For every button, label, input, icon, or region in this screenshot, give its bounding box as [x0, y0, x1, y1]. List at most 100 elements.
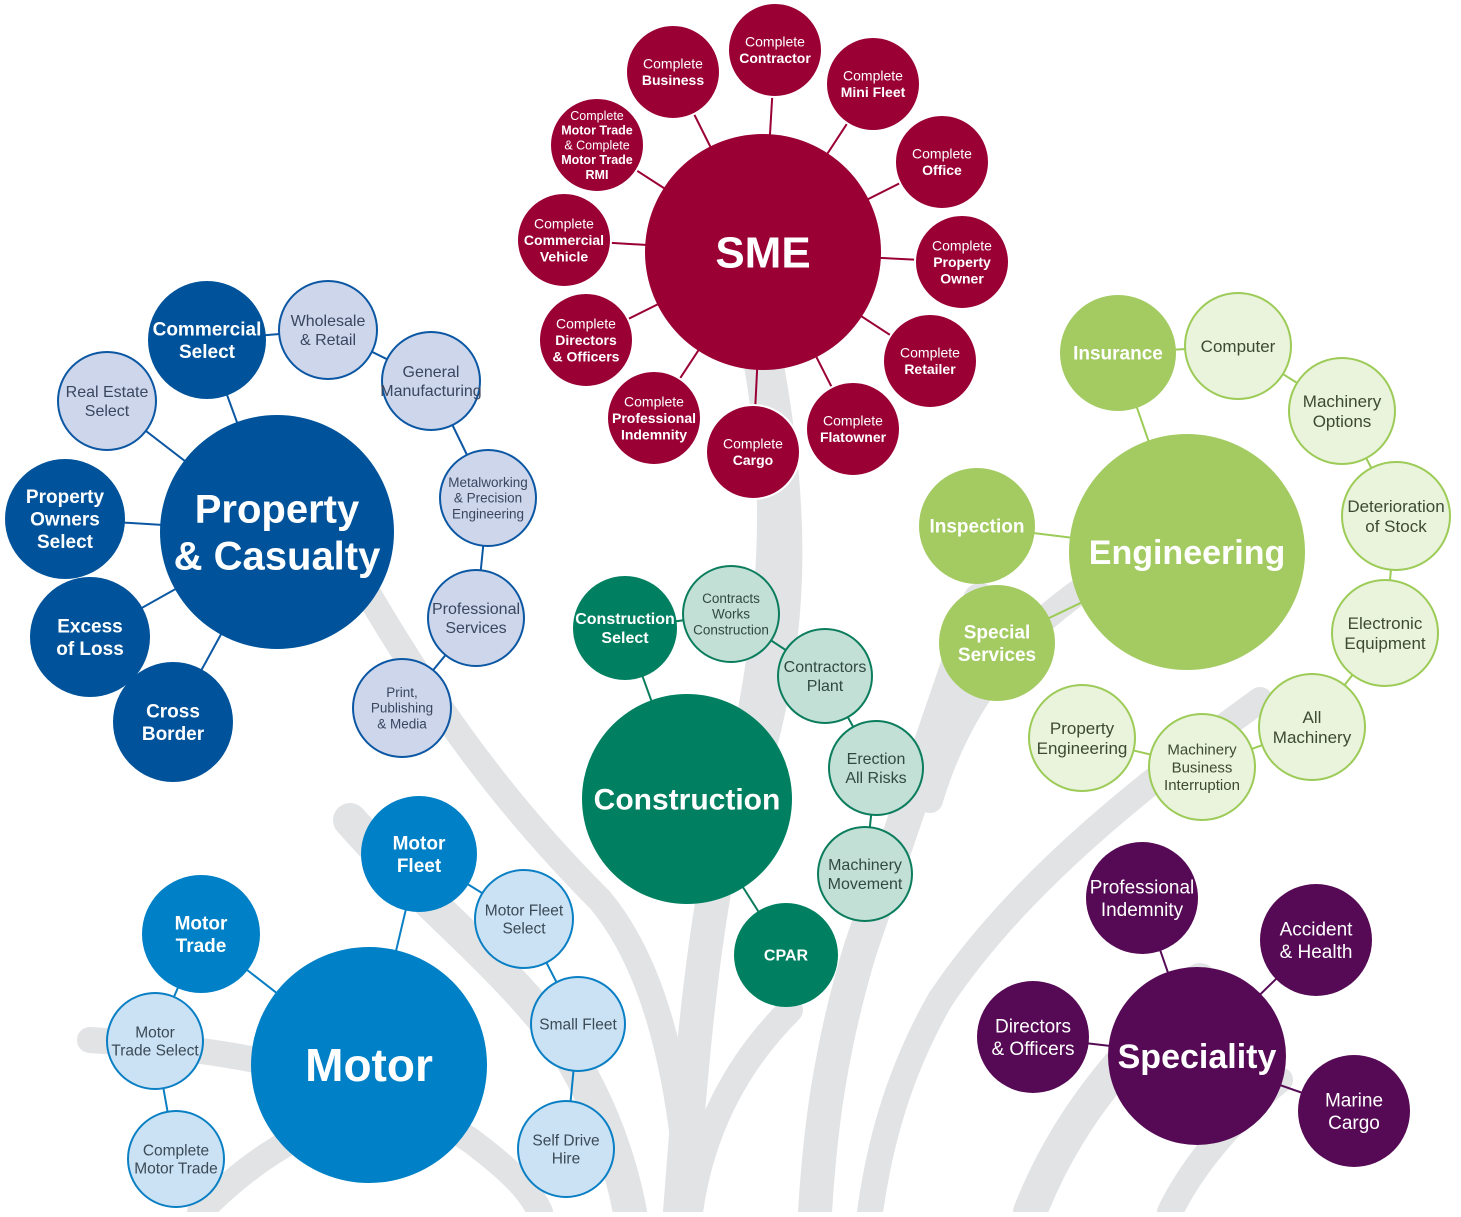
motor-node-self-drive-hire-label-line: Hire: [552, 1151, 580, 1168]
sme-node-complete-commercial-vehicle-label-line: Vehicle: [540, 248, 588, 264]
sme-node-complete-professional-indemnity-label-line: Professional: [612, 410, 696, 426]
sme-node-complete-retailer-label-line: Complete: [900, 345, 960, 361]
sme-node-complete-property-owner-label-line: Property: [933, 254, 991, 270]
property-node-print-publishing-media-label-line: Publishing: [371, 701, 433, 716]
engineering-node-computer[interactable]: Computer: [1184, 292, 1292, 400]
property-node-print-publishing-media-circle: [352, 658, 452, 758]
sme-node-complete-motor-trade-complete-motor-trade-rmi-label-line: Complete: [570, 109, 624, 123]
construction-node-contractors-plant-label-line: Plant: [807, 678, 844, 695]
speciality-node-professional-indemnity-label-line: Professional: [1090, 877, 1195, 898]
property-node-commercial-select-label-line: Commercial: [153, 319, 262, 340]
motor-hub[interactable]: Motor: [251, 947, 487, 1183]
motor-node-motor-trade-select-label-line: Motor: [135, 1024, 175, 1041]
motor-node-small-fleet[interactable]: Small Fleet: [530, 976, 626, 1072]
motor-node-complete-motor-trade-label-line: Complete: [143, 1142, 209, 1159]
speciality-node-directors-officers[interactable]: Directors& Officers: [977, 981, 1089, 1093]
motor-node-motor-trade-label-line: Motor: [175, 913, 228, 934]
trunk-branch: [798, 583, 997, 1217]
speciality-node-accident-health[interactable]: Accident& Health: [1260, 884, 1372, 996]
property-node-print-publishing-media[interactable]: Print,Publishing& Media: [352, 658, 452, 758]
sme-node-complete-commercial-vehicle-label-line: Complete: [534, 215, 594, 231]
speciality-node-professional-indemnity-label-line: Indemnity: [1101, 900, 1184, 921]
trunk-branch: [677, 997, 803, 1217]
engineering-node-inspection[interactable]: Inspection: [919, 468, 1035, 584]
property-node-real-estate-select-circle: [57, 351, 157, 451]
construction-node-erection-all-risks-label-line: All Risks: [845, 770, 906, 787]
sme-node-complete-flatowner-label-line: Complete: [823, 413, 883, 429]
sme-node-complete-professional-indemnity-circle: [606, 370, 702, 466]
motor-node-motor-fleet-circle: [361, 796, 477, 912]
sme-node-complete-contractor-label-line: Contractor: [739, 50, 811, 66]
motor-node-motor-fleet-label-line: Fleet: [397, 856, 442, 877]
engineering-node-machinery-options-label-line: Options: [1313, 412, 1372, 431]
engineering-hub[interactable]: Engineering: [1069, 434, 1305, 670]
sme-node-complete-office-circle: [894, 114, 990, 210]
property-node-wholesale-retail[interactable]: Wholesale& Retail: [278, 280, 378, 380]
sme-hub[interactable]: SME: [645, 134, 881, 370]
sme-node-complete-cargo-label-line: Cargo: [733, 452, 773, 468]
construction-node-machinery-movement-label-line: Machinery: [828, 857, 902, 874]
property-node-cross-border-label-line: Cross: [146, 701, 200, 722]
property-node-metalworking-precision-engineering-label-line: & Precision: [454, 491, 522, 506]
construction-hub[interactable]: Construction: [582, 694, 792, 904]
construction-node-contracts-works-construction-label-line: Contracts: [702, 591, 760, 606]
sme-node-complete-motor-trade-complete-motor-trade-rmi-label-line: & Complete: [564, 138, 629, 152]
property-hub[interactable]: Property& Casualty: [160, 415, 394, 649]
engineering-node-deterioration-of-stock-label-line: of Stock: [1365, 517, 1427, 536]
construction-node-contracts-works-construction-circle: [682, 565, 780, 663]
motor-node-motor-trade-label-line: Trade: [176, 936, 227, 957]
speciality-hub[interactable]: Speciality: [1108, 967, 1286, 1145]
construction-node-cpar[interactable]: CPAR: [734, 903, 838, 1007]
speciality-hub-label-line: Speciality: [1118, 1038, 1277, 1076]
engineering-node-special-services-label-line: Services: [958, 645, 1036, 666]
engineering-node-special-services-circle: [939, 585, 1055, 701]
sme-node-complete-commercial-vehicle-circle: [516, 192, 612, 288]
engineering-node-insurance[interactable]: Insurance: [1060, 295, 1176, 411]
sme-node-complete-contractor-circle: [727, 2, 823, 98]
motor-node-motor-fleet-select-label-line: Select: [502, 921, 546, 938]
property-node-general-manufacturing-label-line: Manufacturing: [380, 383, 481, 400]
property-hub-label-line: Property: [195, 487, 360, 531]
property-hub-label-line: & Casualty: [174, 535, 381, 579]
